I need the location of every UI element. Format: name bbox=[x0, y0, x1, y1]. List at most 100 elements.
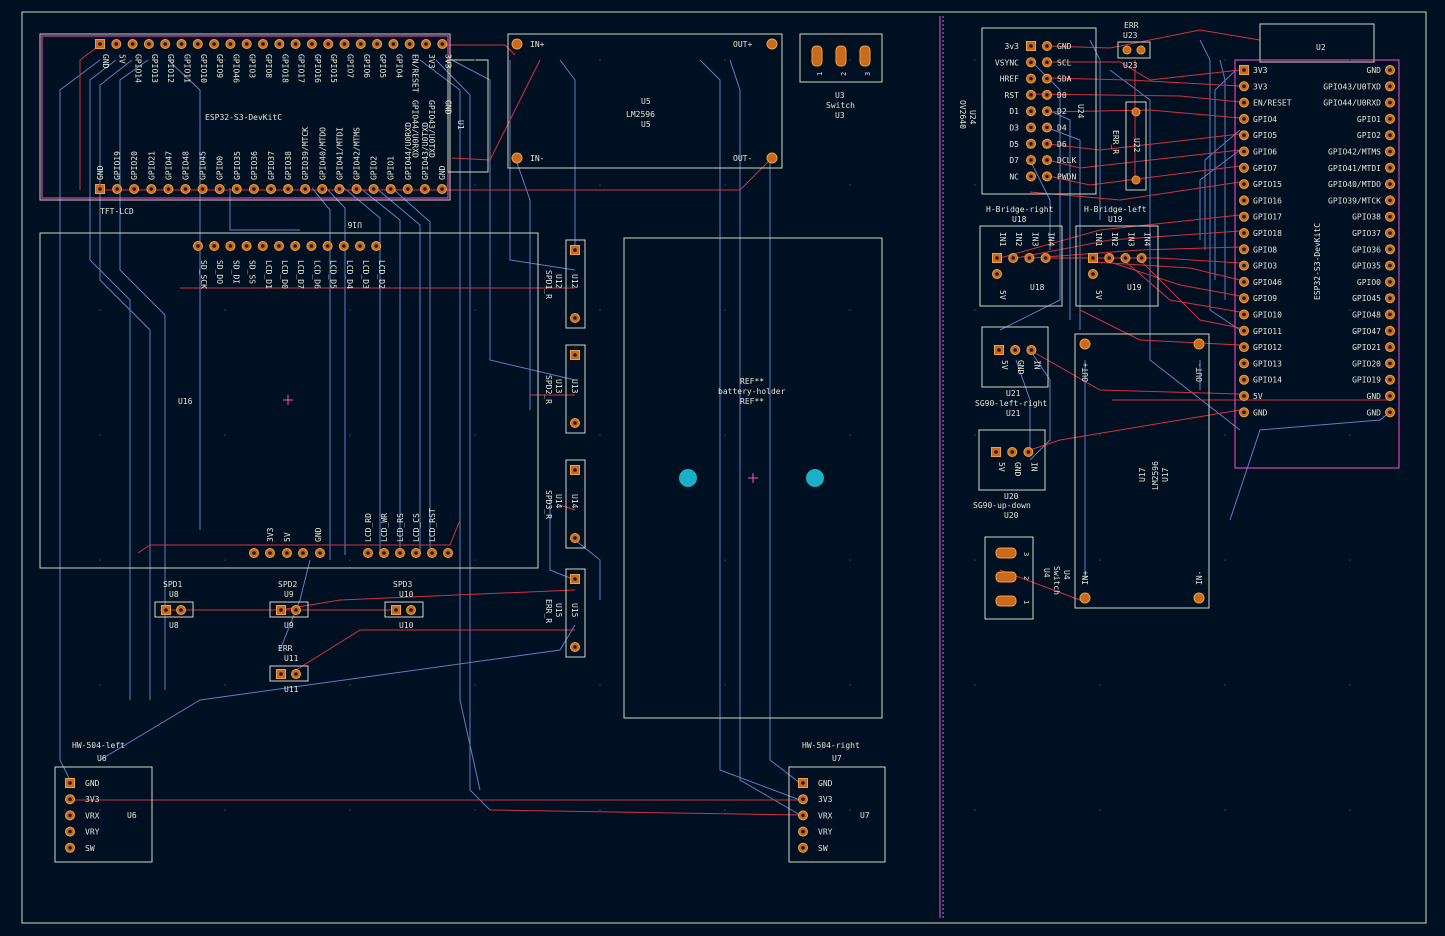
lm2596-left-module[interactable]: IN+ IN- OUT+ OUT- U5 LM2596 U5 bbox=[507, 33, 783, 169]
ov2640-right-label-8: PWDN bbox=[1057, 172, 1076, 181]
tft-lcd-name: TFT-LCD bbox=[100, 207, 134, 216]
tft-top-pad-1-hole bbox=[212, 244, 216, 248]
esp32-left-bottom-label-12: GPIO39/MTCK bbox=[301, 127, 310, 180]
switch-right-pin1-label: 1 bbox=[1022, 600, 1030, 604]
esp32-right-left-label-9: GPIO17 bbox=[1253, 213, 1282, 222]
joystick-right-label-0: GND bbox=[818, 779, 833, 788]
tft-top-pad-8-hole bbox=[325, 244, 330, 248]
esp32-right-right-pad-12-hole bbox=[1388, 263, 1392, 268]
esp32-right-right-label-14: GPIO45 bbox=[1352, 294, 1381, 303]
ov2640-camera-module[interactable]: OV2640 U24 U24 3v3VSYNCHREFRSTD1D3D5D7NC… bbox=[958, 27, 1097, 195]
h-bridge-left-ref: U19 bbox=[1127, 283, 1142, 292]
esp32-left-top-label-15: GPIO7 bbox=[346, 54, 355, 78]
esp32-right-right-pad-9-hole bbox=[1388, 214, 1392, 219]
joystick-left-pad-0-hole bbox=[68, 781, 72, 785]
joystick-left-pad-3-hole bbox=[68, 829, 72, 834]
esp32-right-left-pad-2-hole bbox=[1242, 100, 1246, 105]
switch-right[interactable]: 3 2 1 U4 Switch U4 bbox=[984, 536, 1071, 620]
joystick-left-label-2: VRX bbox=[85, 811, 100, 820]
esp32-left-bottom-pad-4-hole bbox=[166, 187, 171, 191]
esp32-left-bottom-label-13: GPIO40/MTDO bbox=[318, 127, 327, 180]
tft-bottom-pad-2-hole bbox=[285, 551, 289, 555]
esp32-right-left-label-11: GPIO8 bbox=[1253, 245, 1277, 254]
err-resistor-right-ref: U22 bbox=[1132, 138, 1141, 153]
servo-left-right-label-2: IN bbox=[1032, 360, 1041, 370]
err-resistor-right[interactable]: ERR_R U22 bbox=[1111, 101, 1147, 191]
lm2596-left-in-plus-label: IN+ bbox=[530, 40, 545, 49]
esp32-left-top-label-11: GPIO18 bbox=[280, 54, 289, 83]
switch-left-pin1-label: 1 bbox=[816, 72, 824, 76]
esp32-left-bottom-pad-8-hole bbox=[235, 187, 239, 191]
esp32-right-right-label-17: GPIO21 bbox=[1352, 343, 1381, 352]
esp32-right-right-label-1: GPIO43/U0TXD bbox=[1323, 82, 1381, 91]
esp32-left-top-pad-21-hole bbox=[440, 42, 445, 46]
esp32-right-left-label-7: GPIO15 bbox=[1253, 180, 1282, 189]
side-part-U14-pad-2-hole bbox=[573, 536, 577, 540]
switch-left-pin3-label: 3 bbox=[864, 72, 872, 76]
lm2596-right-module[interactable]: OUT+ OUT- IN+ IN- U17 LM2596 U17 bbox=[1074, 333, 1210, 609]
err-resistor-right-label: ERR_R bbox=[1111, 130, 1120, 154]
tft-bottom-label-3: LCD_RD bbox=[364, 513, 373, 542]
tft-top-pad-5-hole bbox=[277, 244, 281, 248]
esp32-right-right-pad-4-hole bbox=[1388, 133, 1392, 137]
esp32-right-left-pad-1-hole bbox=[1242, 84, 1246, 89]
ov2640-right-label-3: D0 bbox=[1057, 91, 1067, 100]
tft-bottom-pad-8-hole bbox=[414, 551, 418, 555]
esp32-left-top-pad-7-hole bbox=[212, 42, 216, 46]
esp32-left-top-pad-3-hole bbox=[147, 42, 151, 46]
esp32-right-left-label-1: 3V3 bbox=[1253, 82, 1268, 91]
tft-top-label-11: LCD_D2 bbox=[377, 260, 386, 289]
servo-left-right-pad-0-hole bbox=[997, 348, 1001, 352]
led-U9-ref: U9 bbox=[284, 621, 294, 630]
esp32-left-top-label-5: GPIO11 bbox=[183, 54, 192, 83]
side-part-U15-pad-2-hole bbox=[573, 645, 577, 649]
ov2640-left-label-2: HREF bbox=[1000, 75, 1019, 84]
side-part-U14-pad-1-hole bbox=[573, 468, 577, 472]
ov2640-right-label-6: D6 bbox=[1057, 140, 1067, 149]
esp32-right-left-pad-16-hole bbox=[1242, 329, 1246, 333]
led-U8-label: SPD1 bbox=[163, 580, 182, 589]
err-led-right[interactable]: ERR U23 U23 bbox=[1117, 21, 1151, 70]
servo-up-down-label-0: 5V bbox=[997, 462, 1006, 472]
joystick-right-pad-2-hole bbox=[801, 813, 805, 818]
back-copper-traces bbox=[59, 39, 1391, 816]
esp32-left-top-label-1: 5V bbox=[117, 54, 126, 64]
joystick-left-pad-2-hole bbox=[68, 813, 72, 818]
esp32-right-left-label-8: GPIO16 bbox=[1253, 196, 1282, 205]
tft-top-label-10: LCD_D3 bbox=[361, 260, 370, 289]
joystick-right-pad-4-hole bbox=[801, 846, 805, 850]
esp32-right-module[interactable]: U2 ESP32-S3-DevKitC 3V33V3EN/RESETGPIO4G… bbox=[1234, 23, 1400, 469]
tft-top-pad-0-hole bbox=[196, 244, 200, 248]
esp32-left-top-lower-label-21: GND bbox=[443, 100, 452, 115]
battery-holder[interactable]: REF** battery-holder REF** bbox=[623, 237, 883, 719]
esp32-left-bottom-label-7: GPIO0 bbox=[216, 156, 225, 180]
joystick-right-label-3: VRY bbox=[818, 828, 833, 837]
h-bridge-left-vpad-hole bbox=[1091, 272, 1095, 276]
esp32-right-left-pad-21-hole bbox=[1242, 410, 1246, 415]
esp32-right-left-pad-9-hole bbox=[1242, 214, 1246, 219]
switch-left[interactable]: 1 2 3 U3 Switch U3 bbox=[799, 33, 883, 120]
err-resistor-right-pad-2 bbox=[1131, 175, 1141, 185]
tft-lcd-ref: U16 bbox=[178, 397, 193, 406]
esp32-left-bottom-label-5: GPIO48 bbox=[182, 151, 191, 180]
